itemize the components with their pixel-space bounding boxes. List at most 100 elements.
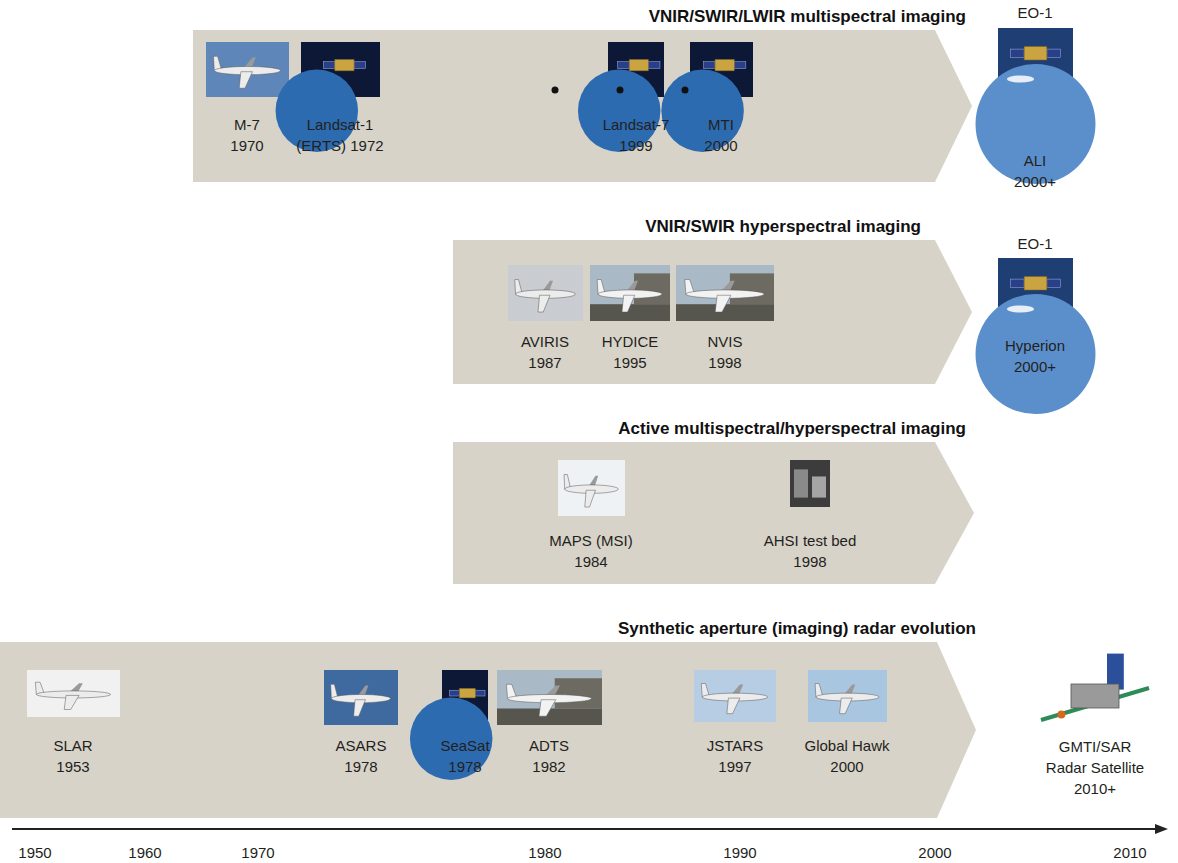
satellite-body: [629, 59, 648, 71]
photo-cloud: [1007, 305, 1034, 312]
band-arrow: VNIR/SWIR/LWIR multispectral imagingM-71…: [193, 30, 972, 182]
sensor-item: EO-1ALI2000+: [970, 2, 1100, 192]
sensor-item: EO-1Hyperion2000+: [970, 233, 1100, 377]
sensor-photo: [558, 460, 625, 516]
caption-below: Hyperion2000+: [970, 335, 1100, 377]
platform-label: GMTI/SAR Radar Satellite: [1042, 736, 1148, 778]
plane-wing: [538, 295, 550, 312]
satellite-panel: [450, 690, 460, 696]
year-caption: 2000: [792, 756, 902, 777]
photo-cloud: [1007, 75, 1034, 82]
year-caption: 2000+: [970, 171, 1100, 192]
sensor-item: AHSI test bed1998: [745, 460, 875, 572]
ellipsis-dot: [552, 87, 559, 94]
platform-label: Hyperion: [970, 335, 1100, 356]
band-heading: Synthetic aperture (imaging) radar evolu…: [618, 619, 976, 639]
year-caption: 1982: [494, 756, 604, 777]
satellite-panel: [734, 62, 746, 69]
year-caption: 1978: [430, 756, 500, 777]
year-caption: 1999: [581, 135, 691, 156]
sensor-item: ADTS1982: [494, 670, 604, 777]
photo-hangar: [634, 273, 670, 304]
caption-below: SeaSat1978: [430, 735, 500, 777]
axis-year: 1960: [115, 842, 175, 863]
platform-label: JSTARS: [685, 735, 785, 756]
sensor-item: Landsat-1(ERTS) 1972: [275, 42, 405, 156]
axis-year: 1970: [228, 842, 288, 863]
band-arrow: Synthetic aperture (imaging) radar evolu…: [0, 642, 976, 818]
photo-lab: [790, 460, 830, 507]
photo-sky: [590, 265, 670, 321]
platform-label: MAPS (MSI): [526, 530, 656, 551]
photo-sky: [206, 42, 289, 97]
satellite-panel: [475, 690, 485, 696]
sensor-photo: [301, 42, 380, 97]
year-caption: 2010+: [1042, 778, 1148, 799]
caption-below: ASARS1978: [316, 735, 406, 777]
sensor-item: SeaSat1978: [430, 670, 500, 777]
year-caption: 1953: [13, 756, 133, 777]
plane-wing: [584, 490, 595, 507]
sensor-photo: [608, 42, 664, 97]
caption-below: ADTS1982: [494, 735, 604, 777]
photo-sky: [27, 670, 120, 717]
year-caption: 2000+: [970, 356, 1100, 377]
platform-label: ASARS: [316, 735, 406, 756]
sensor-item: MAPS (MSI)1984: [526, 460, 656, 572]
satellite-panel: [323, 62, 335, 69]
satellite-panel: [648, 62, 660, 69]
sensor-photo: [694, 670, 776, 722]
sensor-photo: [206, 42, 289, 97]
plane-wing: [539, 700, 556, 717]
caption-above: EO-1: [970, 233, 1100, 254]
sensor-item: SLAR1953: [13, 670, 133, 777]
photo-earth: [975, 294, 1095, 414]
band-arrow-fill: [0, 642, 976, 818]
band-arrow-fill: [193, 30, 972, 182]
platform-label: HYDICE: [585, 331, 675, 352]
ellipsis-dot: [682, 87, 689, 94]
caption-above: EO-1: [970, 2, 1100, 23]
caption-below: Landsat-71999: [581, 114, 691, 156]
year-caption: 1998: [670, 352, 780, 373]
platform-label: Landsat-7: [581, 114, 691, 135]
year-caption: 1978: [316, 756, 406, 777]
photo-rack: [794, 469, 808, 497]
satellite-panel: [1010, 279, 1024, 287]
satellite-panel: [354, 62, 366, 69]
axis-year: 1950: [5, 842, 65, 863]
sensor-item: ASARS1978: [316, 670, 406, 777]
sensor-photo: [998, 28, 1073, 88]
sensor-item: Global Hawk2000: [792, 670, 902, 777]
platform-label: SLAR: [13, 735, 133, 756]
axis-year: 2010: [1100, 842, 1160, 863]
caption-below: JSTARS1997: [685, 735, 785, 777]
axis-year: 1980: [515, 842, 575, 863]
plane-wing: [715, 295, 731, 312]
platform-label: AHSI test bed: [745, 530, 875, 551]
sensor-photo: [324, 670, 398, 725]
satellite-body: [459, 688, 475, 698]
satellite-panel: [1046, 49, 1060, 57]
photo-rack: [812, 476, 826, 497]
plane-wing: [64, 695, 79, 709]
photo-sky: [694, 670, 776, 722]
axis-year: 2000: [905, 842, 965, 863]
axis-year: 1990: [710, 842, 770, 863]
sensor-item: JSTARS1997: [685, 670, 785, 777]
photo-hangar: [730, 273, 774, 304]
plane-wing: [727, 698, 740, 714]
caption-below: M-71970: [182, 114, 312, 156]
band-heading: Active multispectral/hyperspectral imagi…: [618, 419, 966, 439]
satellite-panel: [1010, 49, 1024, 57]
year-caption: 1997: [685, 756, 785, 777]
sensor-item: AVIRIS1987: [495, 265, 595, 373]
satellite-body: [1024, 276, 1047, 290]
platform-label: SeaSat: [430, 735, 500, 756]
band-heading-wrap: Active multispectral/hyperspectral imagi…: [618, 419, 966, 439]
caption-below: Global Hawk2000: [792, 735, 902, 777]
platform-label: Global Hawk: [792, 735, 902, 756]
band-heading-wrap: Synthetic aperture (imaging) radar evolu…: [618, 619, 976, 639]
